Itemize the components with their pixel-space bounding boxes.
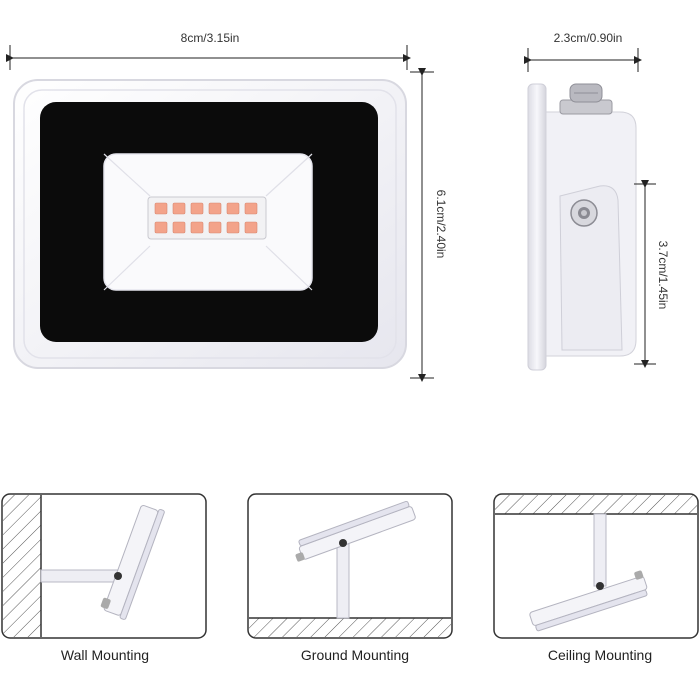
width-dimension-line — [6, 45, 411, 70]
bracket-height-dimension-line — [634, 180, 656, 368]
led-chip — [190, 221, 204, 234]
led-chip — [154, 221, 168, 234]
led-chip — [244, 221, 258, 234]
wall-mounting-caption: Wall Mounting — [60, 647, 150, 663]
height-dimension-line — [410, 68, 434, 382]
led-chip — [244, 202, 258, 215]
bracket-height-label: 3.7cm/1.45in — [656, 240, 670, 310]
ground-mounting-diagram — [247, 493, 453, 639]
led-chip — [172, 221, 186, 234]
led-chip — [208, 221, 222, 234]
width-label: 8cm/3.15in — [180, 31, 240, 45]
ground-mounting-caption: Ground Mounting — [300, 647, 410, 663]
ceiling-mounting-diagram — [493, 493, 699, 639]
cable-gland — [559, 83, 613, 115]
side-view — [527, 83, 637, 371]
led-board — [147, 196, 267, 240]
height-label: 6.1cm/2.40in — [434, 189, 448, 259]
led-chip — [208, 202, 222, 215]
ceiling-mounting-caption: Ceiling Mounting — [547, 647, 653, 663]
depth-dimension-line — [524, 48, 642, 72]
led-chip — [172, 202, 186, 215]
led-chip — [226, 221, 240, 234]
led-chip — [190, 202, 204, 215]
led-chip — [154, 202, 168, 215]
led-chip — [226, 202, 240, 215]
pivot-screw — [570, 199, 598, 227]
wall-mounting-diagram — [1, 493, 207, 639]
depth-label: 2.3cm/0.90in — [553, 31, 623, 45]
